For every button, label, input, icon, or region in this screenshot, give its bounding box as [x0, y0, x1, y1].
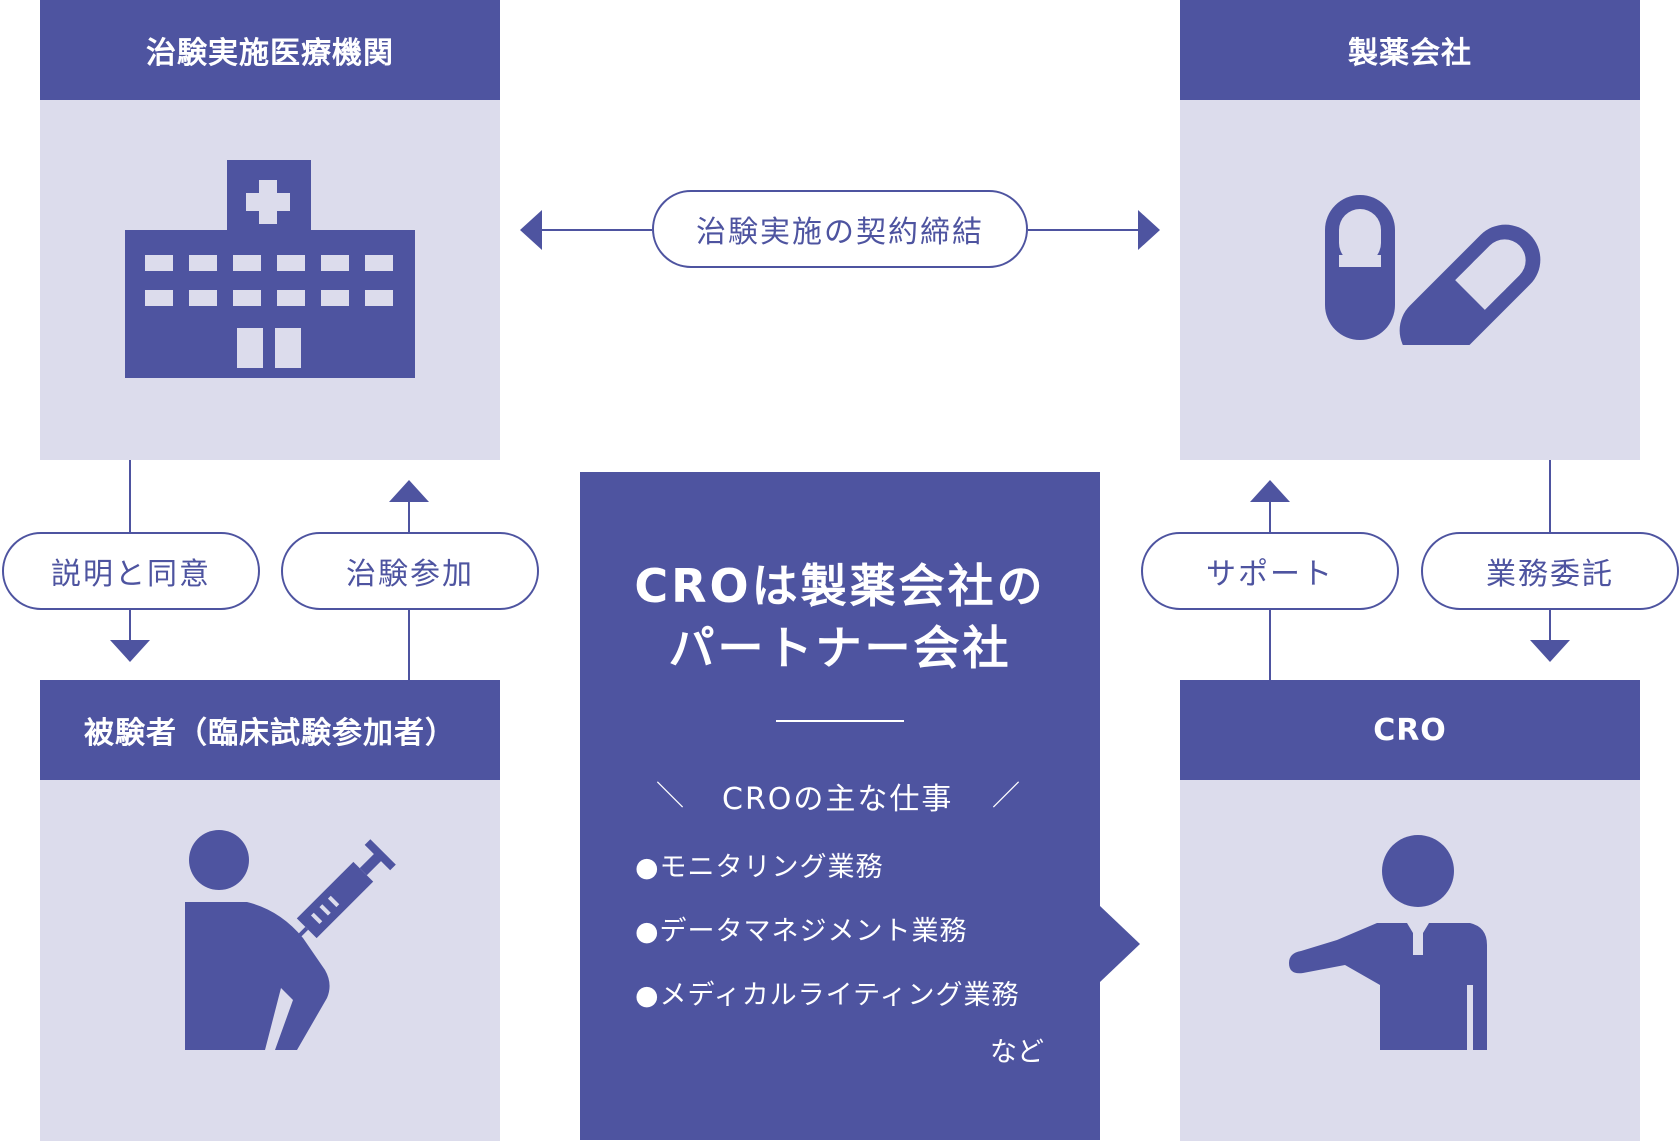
capsule-pills-icon — [1325, 195, 1541, 345]
pharma-panel-title: 製薬会社 — [1180, 0, 1640, 100]
outsourcing-label: 業務委託 — [1421, 532, 1679, 610]
hospital-icon — [125, 160, 415, 378]
callout-title-line1: CROは製薬会社の — [634, 559, 1046, 613]
contract-line-left — [540, 229, 652, 231]
contract-line-right — [1028, 229, 1140, 231]
task-item: ●メディカルライティング業務 — [635, 980, 1020, 1011]
task-item: ●モニタリング業務 — [635, 852, 884, 883]
support-arrow-up — [1250, 480, 1290, 502]
task-item: ●データマネジメント業務 — [635, 916, 968, 947]
cro-panel-title: CRO — [1180, 680, 1640, 780]
participation-label: 治験参加 — [281, 532, 539, 610]
callout-subheading: CROの主な仕事 — [722, 782, 954, 817]
hospital-panel: 治験実施医療機関 — [40, 0, 500, 460]
explain-arrow-down — [110, 640, 150, 662]
support-label: サポート — [1141, 532, 1399, 610]
cro-panel: CRO — [1180, 680, 1640, 1141]
subject-panel-title: 被験者（臨床試験参加者） — [40, 680, 500, 780]
subheading-left-deco: ＼ — [656, 779, 685, 812]
contract-label: 治験実施の契約締結 — [652, 190, 1028, 268]
patient-syringe-icon — [185, 830, 396, 1050]
participation-arrow-up — [389, 480, 429, 502]
pharma-panel: 製薬会社 — [1180, 0, 1640, 460]
outsourcing-arrow-down — [1530, 640, 1570, 662]
contract-arrow-left — [520, 210, 542, 250]
businessman-icon — [1289, 835, 1487, 1050]
callout-pointer — [1100, 906, 1140, 982]
subheading-right-deco: ／ — [992, 779, 1021, 812]
tasks-suffix: など — [990, 1037, 1044, 1068]
hospital-panel-title: 治験実施医療機関 — [40, 0, 500, 100]
subject-panel: 被験者（臨床試験参加者） — [40, 680, 500, 1141]
callout-divider — [776, 720, 904, 722]
cro-partner-callout: CROは製薬会社の パートナー会社 ＼ CROの主な仕事 ／ ●モニタリング業務… — [580, 472, 1100, 1140]
contract-arrow-right — [1138, 210, 1160, 250]
callout-title-line2: パートナー会社 — [668, 621, 1012, 675]
explain-consent-label: 説明と同意 — [2, 532, 260, 610]
